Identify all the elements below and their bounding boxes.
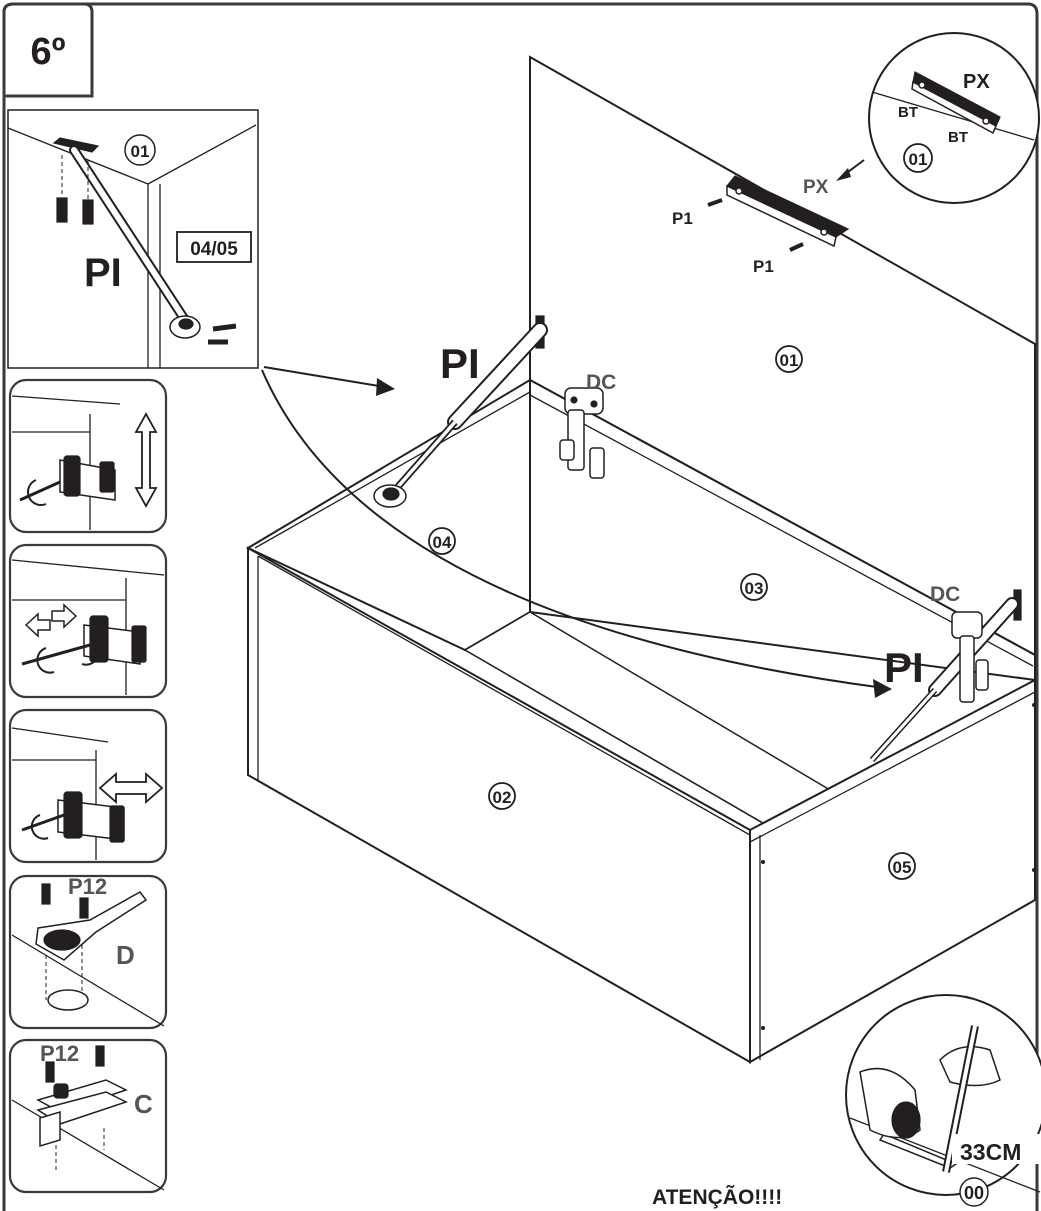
insert-c-label: C: [134, 1089, 153, 1119]
px-detail-circle: PX BT BT 01: [868, 32, 1040, 204]
warning-text: ATENÇÃO!!!!: [652, 1186, 782, 1209]
detail-box-panel-01: 01: [131, 142, 150, 161]
detail-box-piston-label: PI: [84, 251, 122, 295]
adjust-panel-horizontal: [8, 543, 168, 699]
piston-label-right: PI: [884, 644, 924, 691]
piston-label-left: PI: [440, 340, 480, 387]
svg-text:05: 05: [893, 858, 912, 877]
panel-number-01: 01: [775, 345, 803, 373]
px-label: PX: [803, 177, 829, 198]
panel-number-05: 05: [888, 852, 916, 880]
dc-label-left: DC: [586, 371, 616, 394]
p1-screws: P1 P1: [672, 198, 804, 276]
step-number: 6º: [30, 31, 65, 73]
panel-number-03: 03: [740, 573, 768, 601]
panel-number-02: 02: [488, 782, 516, 810]
measure-detail-circle: 33CM 00: [845, 994, 1041, 1207]
insert-panel-d: P12 D: [8, 874, 168, 1030]
detail-box-panels-label: 04/05: [190, 239, 238, 260]
measure-label: 33CM: [960, 1139, 1021, 1165]
curved-arrow: [261, 369, 885, 689]
panel-number-04: 04: [428, 527, 456, 555]
detail-bt-label-left: BT: [898, 104, 918, 121]
side-panel-05: [749, 678, 1036, 1064]
adjust-panel-depth: [8, 708, 168, 864]
detail-px-label: PX: [963, 71, 990, 93]
adjust-panel-vertical: [8, 378, 168, 534]
svg-text:03: 03: [745, 579, 764, 598]
insert-panel-c: P12 C: [8, 1038, 168, 1194]
box-assembly: [245, 55, 1036, 1064]
piston-left: PI: [373, 315, 548, 508]
p1-label-lower: P1: [753, 257, 774, 276]
p12-label-d: P12: [68, 874, 107, 899]
p12-label-c: P12: [40, 1041, 79, 1066]
detail-bt-label-right: BT: [948, 129, 968, 146]
svg-text:04: 04: [433, 533, 452, 552]
dc-label-right: DC: [930, 583, 960, 606]
svg-text:01: 01: [780, 351, 799, 370]
hinge-dc-left: DC: [559, 371, 616, 479]
hinge-dc-right: DC: [930, 583, 989, 703]
px-bracket: PX: [726, 159, 865, 248]
piston-detail-box: 01 04/05 PI: [7, 109, 259, 369]
step-badge: 6º: [2, 2, 94, 98]
p1-label-upper: P1: [672, 209, 693, 228]
measure-panel-00: 00: [964, 1183, 984, 1203]
svg-text:02: 02: [493, 788, 512, 807]
insert-d-label: D: [116, 940, 135, 970]
detail-panel-01: 01: [909, 150, 928, 169]
